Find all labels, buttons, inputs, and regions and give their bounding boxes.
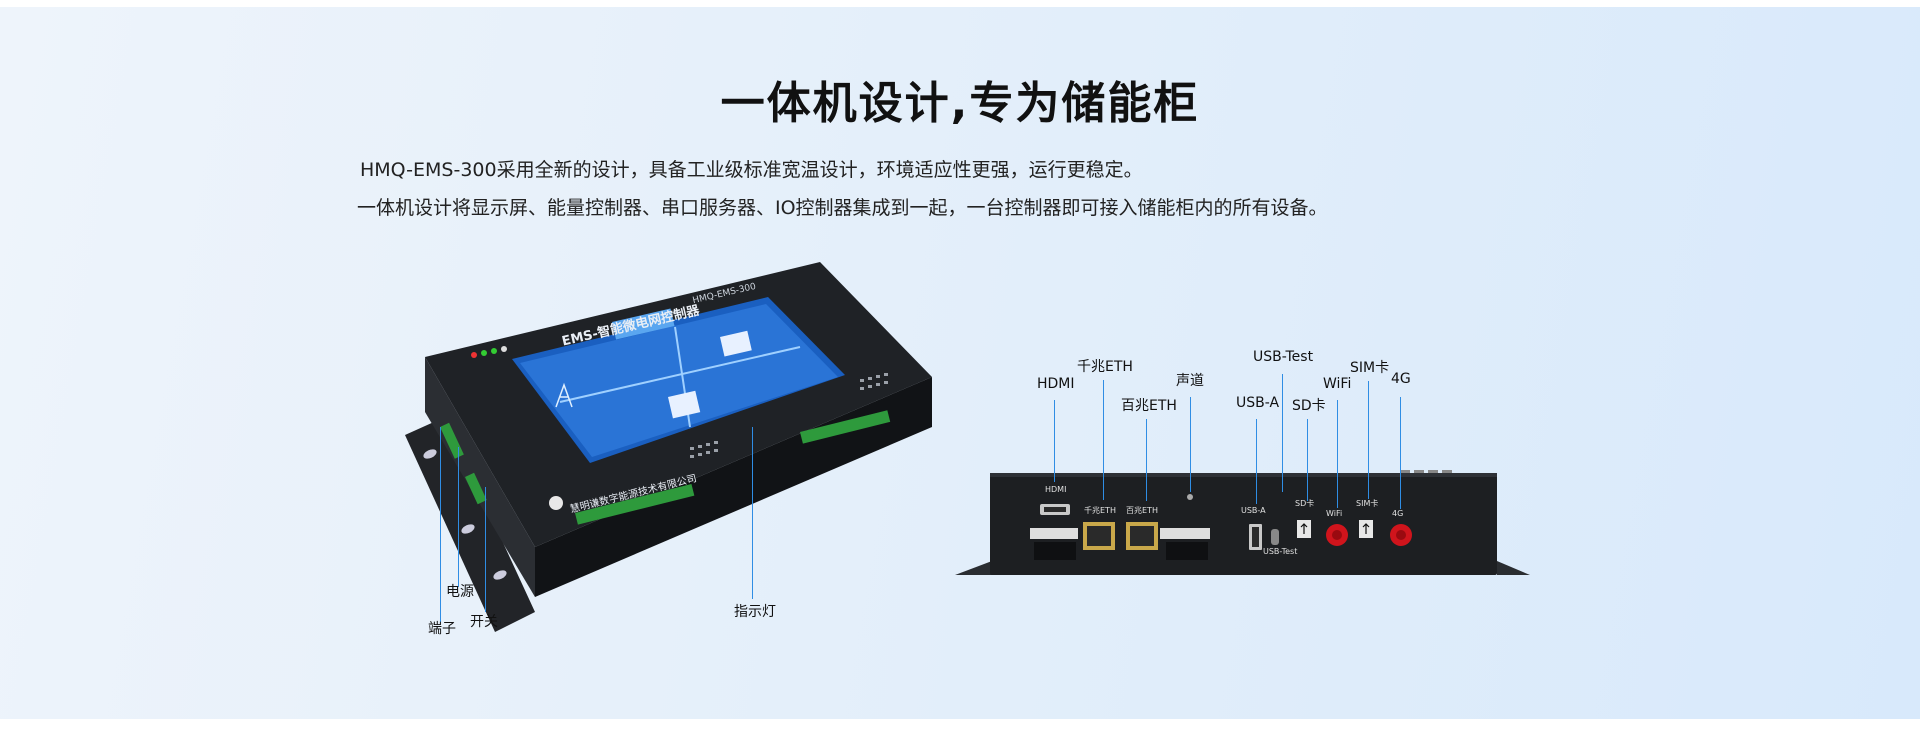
port-label-usbtest: USB-Test — [1263, 547, 1298, 556]
feature-panel: 一体机设计,专为储能柜 HMQ-EMS-300采用全新的设计，具备工业级标准宽温… — [0, 7, 1920, 719]
callout-line-4g — [1400, 397, 1401, 509]
callout-sim: SIM卡 — [1350, 360, 1390, 376]
callout-line-usbtest — [1282, 374, 1283, 492]
callout-terminal: 端子 — [428, 621, 456, 637]
callout-switch: 开关 — [470, 614, 498, 630]
callout-line-audio — [1190, 397, 1191, 492]
callout-line-wifi — [1337, 400, 1338, 508]
callout-audio: 声道 — [1176, 373, 1204, 389]
callout-line-usba — [1256, 419, 1257, 504]
callout-line-sd — [1307, 419, 1308, 501]
callout-line-sim — [1368, 381, 1369, 499]
port-label-4g: 4G — [1392, 509, 1404, 518]
callout-line-gbeth — [1103, 380, 1104, 500]
port-label-wifi: WiFi — [1326, 509, 1343, 518]
callout-line-hdmi — [1054, 400, 1055, 482]
callout-power: 电源 — [446, 584, 474, 600]
callout-line-power — [458, 447, 459, 587]
page-title: 一体机设计,专为储能柜 — [720, 78, 1200, 129]
port-label-gbeth: 千兆ETH — [1084, 506, 1116, 515]
port-label-100meth: 百兆ETH — [1126, 506, 1158, 515]
callout-gbeth: 千兆ETH — [1077, 359, 1133, 375]
callout-line-terminal — [440, 427, 441, 622]
description-line-2: 一体机设计将显示屏、能量控制器、串口服务器、IO控制器集成到一起，一台控制器即可… — [357, 197, 1328, 219]
callout-4g: 4G — [1391, 371, 1411, 387]
port-label-usba: USB-A — [1241, 506, 1266, 515]
callout-100meth: 百兆ETH — [1121, 398, 1177, 414]
port-label-hdmi: HDMI — [1045, 485, 1067, 494]
callout-line-100meth — [1146, 419, 1147, 501]
callout-line-switch — [485, 487, 486, 612]
callout-line-indicator — [752, 427, 753, 599]
callout-hdmi: HDMI — [1037, 376, 1075, 392]
port-label-sd: SD卡 — [1295, 499, 1315, 508]
callout-usba: USB-A — [1236, 395, 1280, 411]
callout-indicator: 指示灯 — [734, 604, 776, 620]
callout-wifi: WiFi — [1323, 376, 1352, 392]
description-line-1: HMQ-EMS-300采用全新的设计，具备工业级标准宽温设计，环境适应性更强，运… — [360, 159, 1143, 181]
right-device-illustration — [955, 470, 1530, 575]
callout-sd: SD卡 — [1292, 398, 1326, 414]
port-label-sim: SIM卡 — [1356, 499, 1379, 508]
left-device-illustration — [405, 262, 932, 632]
callout-usbtest: USB-Test — [1253, 349, 1314, 365]
